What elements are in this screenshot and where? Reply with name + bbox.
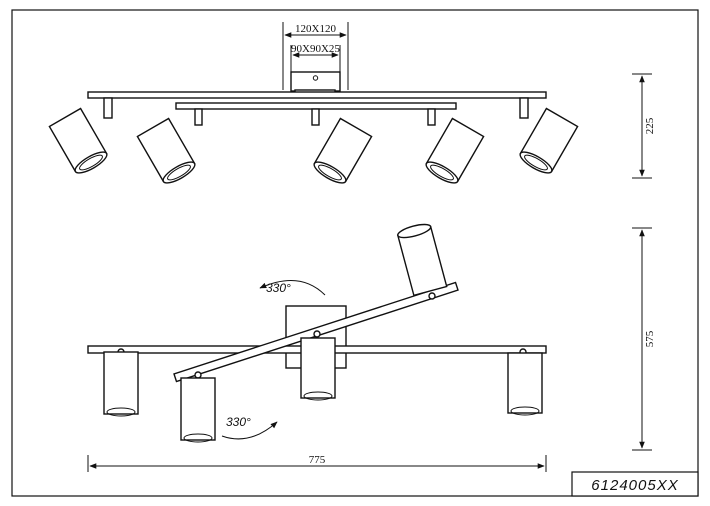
height-dimension-top: 225 [632, 73, 656, 179]
height-dimension-bottom: 575 [632, 227, 656, 451]
top-view: 330° 330° 575 775 [87, 223, 656, 472]
height-top-label: 225 [644, 117, 656, 134]
spot-side-4 [425, 117, 485, 184]
spot-side-2 [136, 117, 196, 184]
mount-dimension-outer: 120X120 [282, 22, 349, 90]
spot-side-3 [313, 117, 373, 184]
spot-side-5 [519, 107, 579, 174]
spot-top-4 [507, 352, 543, 416]
spot-top-3 [300, 337, 336, 401]
width-label: 775 [309, 454, 326, 466]
spot-top-5 [396, 223, 448, 297]
width-dimension: 775 [87, 454, 547, 472]
mount-outer-label: 120X120 [295, 23, 336, 35]
spot-top-2 [180, 377, 216, 443]
rotation-lower-label: 330° [226, 415, 251, 429]
spot-side-1 [48, 107, 108, 174]
height-bottom-label: 575 [644, 330, 656, 347]
side-view: 120X120 90X90X25 [48, 22, 656, 184]
upper-bar-side [87, 91, 547, 99]
rotation-upper: 330° [259, 279, 326, 296]
mount-inner-label: 90X90X25 [291, 43, 340, 55]
spot-top-1 [103, 351, 139, 417]
rotation-upper-label: 330° [266, 281, 291, 295]
lower-bar-side [175, 102, 457, 110]
canopy-side [290, 71, 341, 92]
product-code-box [571, 471, 699, 497]
rotation-lower: 330° [221, 415, 278, 440]
drawing-frame [11, 9, 699, 497]
product-code: 6124005XX [591, 477, 678, 494]
